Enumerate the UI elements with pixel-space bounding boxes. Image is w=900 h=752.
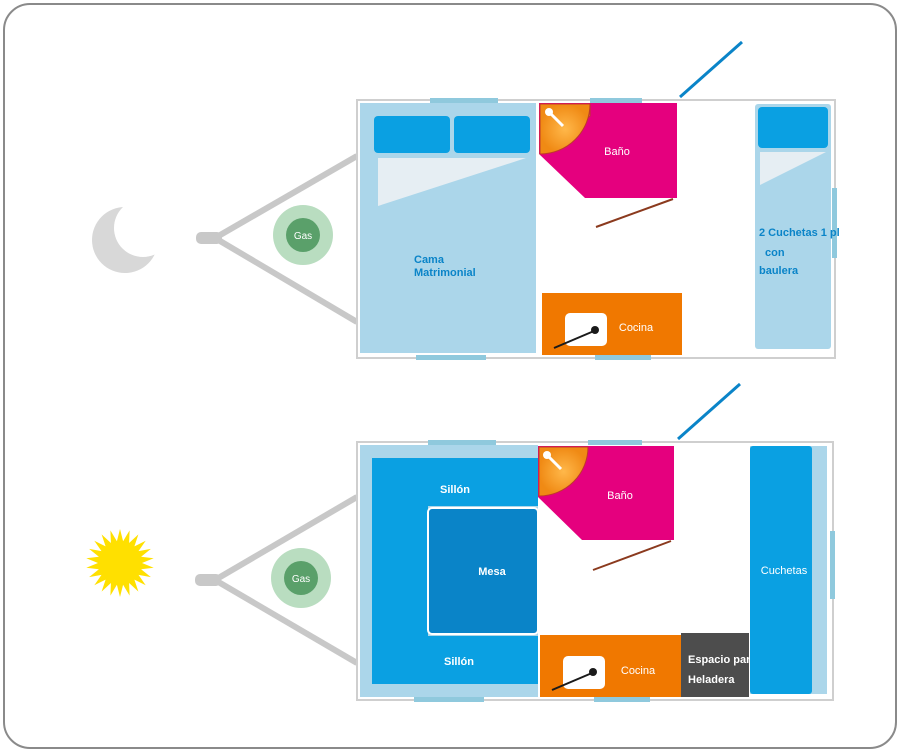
sofa-bottom: [372, 636, 538, 684]
window: [830, 531, 835, 599]
window: [590, 98, 642, 103]
sofa-bottom-label: Sillón: [444, 656, 474, 668]
sink: [563, 656, 605, 689]
door: [677, 382, 741, 441]
sofa-top-label: Sillón: [440, 484, 470, 496]
night-plan: Gas Cama Matrimonial Baño: [92, 40, 840, 360]
bunks-label-line1: 2 Cuchetas 1 pl: [759, 227, 840, 239]
window: [595, 355, 651, 360]
sink: [565, 313, 607, 346]
bath-label: Baño: [604, 146, 630, 158]
bunks-label-line3: baulera: [759, 265, 799, 277]
bunks-label: Cuchetas: [761, 565, 808, 577]
bath-door: [592, 540, 672, 571]
sun-icon: [86, 529, 154, 597]
window: [416, 355, 486, 360]
window: [430, 98, 498, 103]
pillow: [374, 116, 450, 153]
bathroom: Baño: [538, 446, 674, 571]
pillow: [454, 116, 530, 153]
kitchen-label: Cocina: [619, 322, 654, 334]
gas-label: Gas: [292, 574, 310, 585]
bunks-label-line2: con: [765, 247, 785, 259]
dinette: Sillón Mesa Sillón: [360, 445, 539, 697]
gas-tank: Gas: [271, 548, 331, 608]
door: [679, 40, 743, 99]
bath-door: [595, 198, 674, 228]
hitch: [195, 494, 359, 666]
kitchen: Cocina: [542, 293, 682, 355]
window: [428, 440, 496, 445]
hitch: [196, 153, 359, 325]
gas-label: Gas: [294, 231, 312, 242]
table: [427, 507, 539, 635]
faucet: [553, 330, 595, 349]
kitchen-label: Cocina: [621, 665, 656, 677]
fridge-space: Espacio para Heladera: [681, 633, 757, 697]
window: [588, 440, 642, 445]
window: [594, 697, 650, 702]
kitchen: Cocina: [540, 635, 681, 697]
bed-label-line1: Cama: [414, 254, 445, 266]
double-bed: Cama Matrimonial: [360, 103, 536, 353]
bunks: 2 Cuchetas 1 pl con baulera: [755, 104, 840, 349]
window: [414, 697, 484, 702]
window: [832, 188, 837, 258]
fridge-label-line1: Espacio para: [688, 654, 757, 666]
moon-icon: [92, 199, 172, 273]
bath-label: Baño: [607, 490, 633, 502]
pillow: [758, 107, 828, 148]
table-label: Mesa: [478, 566, 506, 578]
day-plan: Gas Sillón Mesa Sillón Baño: [86, 382, 835, 702]
gas-tank: Gas: [273, 205, 333, 265]
bathroom: Baño: [539, 103, 677, 228]
bunks: Cuchetas: [750, 446, 827, 694]
fridge-label-line2: Heladera: [688, 674, 735, 686]
bed-label-line2: Matrimonial: [414, 267, 476, 279]
faucet: [551, 672, 593, 691]
